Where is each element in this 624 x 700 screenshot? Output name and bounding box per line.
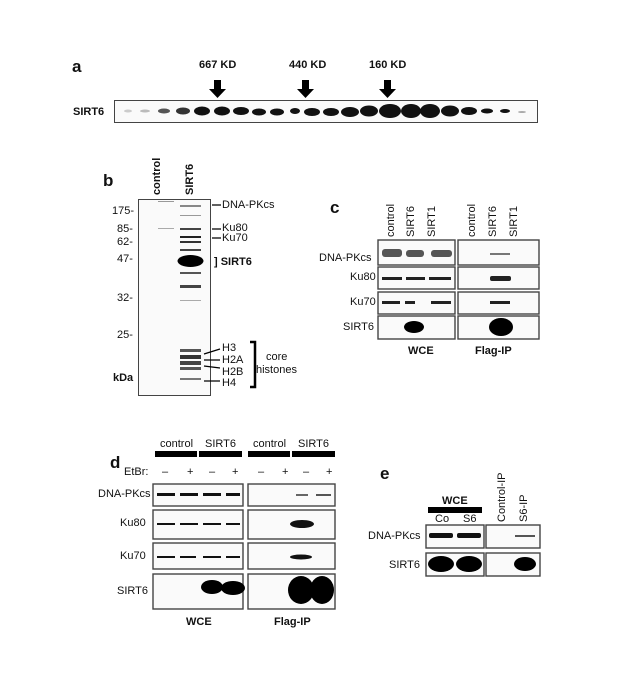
mw-47: 47-: [117, 253, 133, 265]
marker-440: 440 KD: [289, 59, 327, 71]
label-dnapkcs: DNA-PKcs: [222, 199, 275, 211]
cond-d-sirt6: SIRT6: [205, 438, 236, 450]
label-h2b: H2B: [222, 366, 244, 378]
etbr-sign: –: [258, 466, 265, 478]
marker-667: 667 KD: [199, 59, 237, 71]
etbr-sign: –: [162, 466, 169, 478]
row-d-dnapkcs: DNA-PKcs: [98, 488, 151, 500]
lane-e-s6: S6: [463, 513, 477, 525]
group-d-ip: Flag-IP: [274, 616, 311, 628]
mw-25: 25-: [117, 329, 133, 341]
row-d-ku70: Ku70: [120, 550, 146, 562]
row-e-sirt6: SIRT6: [389, 559, 420, 571]
panel-d-letter: d: [110, 453, 121, 472]
lane-e-co: Co: [435, 513, 450, 525]
bands-e: [428, 533, 536, 572]
marker-160: 160 KD: [369, 59, 407, 71]
etbr-sign: +: [326, 466, 333, 478]
bands-c: [382, 249, 513, 336]
group-c-ip: Flag-IP: [475, 345, 512, 357]
panel-b-letter: b: [103, 171, 114, 190]
panel-e-letter: e: [380, 464, 390, 483]
etbr-sign: +: [282, 466, 289, 478]
group-e-wce: WCE: [442, 495, 468, 507]
mw-62: 62-: [117, 236, 133, 248]
row-c-dnapkcs: DNA-PKcs: [319, 252, 372, 264]
row-c-ku70: Ku70: [350, 296, 376, 308]
mw-85: 85-: [117, 223, 133, 235]
group-d-wce: WCE: [186, 616, 212, 628]
etbr-sign: +: [232, 466, 239, 478]
label-h2a: H2A: [222, 354, 244, 366]
cond-d-ip-sirt6: SIRT6: [298, 438, 329, 450]
mw-175: 175-: [112, 205, 135, 217]
bands-a: [124, 104, 526, 118]
blots-c: [377, 239, 540, 340]
arrow-icon: [209, 80, 396, 98]
label-h4: H4: [222, 377, 237, 389]
panel-c-letter: c: [330, 198, 340, 217]
row-e-dnapkcs: DNA-PKcs: [368, 530, 421, 542]
label-core: core: [266, 351, 288, 363]
label-ku80: Ku80: [222, 222, 248, 234]
row-c-ku80: Ku80: [350, 271, 376, 283]
row-d-ku80: Ku80: [120, 517, 146, 529]
label-ku70: Ku70: [222, 232, 248, 244]
mw-32: 32-: [117, 292, 133, 304]
label-sirt6: ] SIRT6: [214, 256, 252, 268]
etbr-label: EtBr:: [124, 466, 149, 478]
group-c-wce: WCE: [408, 345, 434, 357]
bands-b: [158, 201, 257, 389]
etbr-sign: –: [303, 466, 310, 478]
cond-d-ip-control: control: [253, 438, 287, 450]
cond-d-control: control: [160, 438, 194, 450]
unit-kda: kDa: [113, 372, 134, 384]
label-h3: H3: [222, 342, 237, 354]
bands-d: [157, 493, 334, 604]
etbr-sign: –: [209, 466, 216, 478]
row-c-sirt6: SIRT6: [343, 321, 374, 333]
row-d-sirt6: SIRT6: [117, 585, 148, 597]
panel-a-letter: a: [72, 57, 82, 76]
row-label-sirt6: SIRT6: [73, 106, 105, 118]
etbr-sign: +: [187, 466, 194, 478]
label-histones: histones: [256, 364, 297, 376]
